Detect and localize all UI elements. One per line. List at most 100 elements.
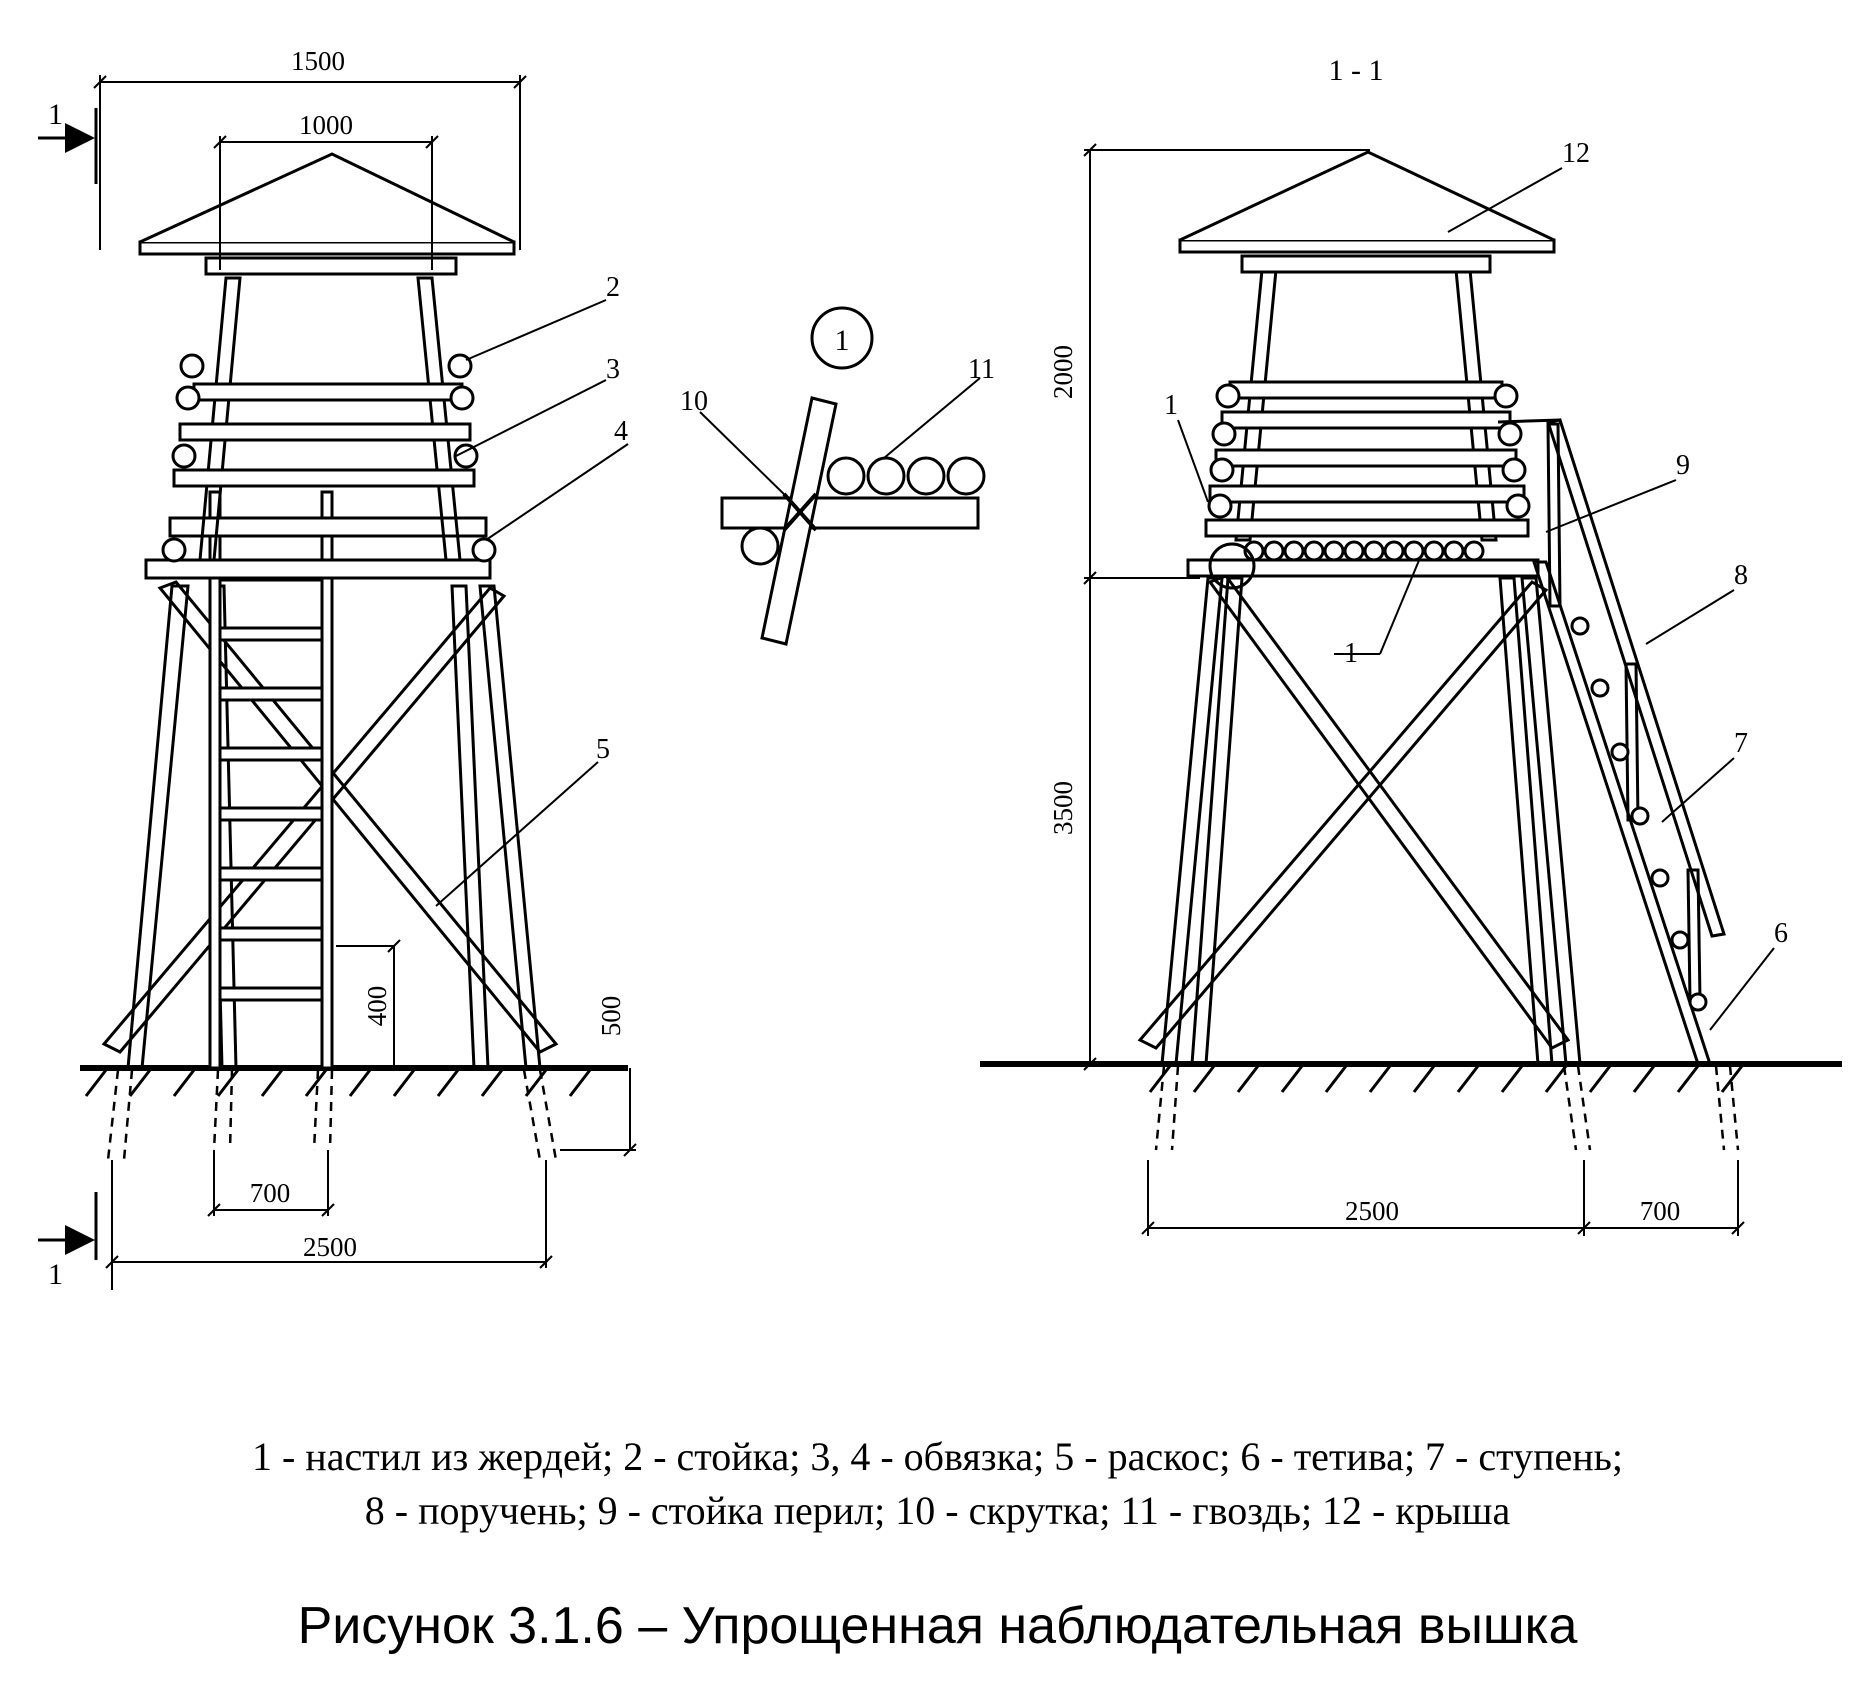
log-end <box>471 537 497 563</box>
detail-log <box>906 456 946 496</box>
front-cross-braces <box>101 580 559 1054</box>
log-end <box>175 385 201 411</box>
callout-handrail: 8 <box>1734 560 1748 591</box>
roof-base-beam <box>204 256 458 276</box>
callout-stringer: 6 <box>1774 918 1788 949</box>
dim-base-side: 2500 <box>1345 1196 1399 1226</box>
callout-nail: 11 <box>968 354 995 385</box>
post-left <box>198 276 242 562</box>
step <box>1590 678 1610 698</box>
ladder-rung <box>218 806 324 822</box>
log-end <box>179 353 205 379</box>
deck-pole <box>1463 540 1485 562</box>
detail-1 <box>699 306 986 646</box>
deck-pole <box>1283 540 1305 562</box>
deck-pole <box>1423 540 1445 562</box>
dim-height-upper: 2000 <box>1048 345 1078 399</box>
callout-step: 7 <box>1734 728 1748 759</box>
detail-1-ring <box>1208 542 1256 590</box>
stringer <box>1531 560 1713 1066</box>
section-mark-bottom: 1 <box>48 1258 63 1291</box>
detail-post <box>760 396 838 646</box>
ladder-rail-left <box>208 490 222 1070</box>
leg-left-outer <box>1160 576 1224 1066</box>
roof-slope <box>139 152 515 244</box>
ladder-rung <box>218 866 324 882</box>
railing-log <box>192 382 464 402</box>
ladder-rung <box>218 626 324 642</box>
rail-post <box>1686 868 1702 1002</box>
log-end <box>171 443 197 469</box>
step <box>1610 742 1630 762</box>
step <box>1570 616 1590 636</box>
front-platform <box>144 516 497 580</box>
deck-pole <box>1303 540 1325 562</box>
railing-log <box>1208 484 1526 504</box>
detail-marker: 1 <box>835 324 850 357</box>
log-end <box>1207 493 1233 519</box>
callout-tie-3: 3 <box>606 354 620 385</box>
deck-pole <box>1263 540 1285 562</box>
log-end <box>161 537 187 563</box>
callout-post: 2 <box>606 272 620 303</box>
section-title: 1 - 1 <box>1329 54 1384 87</box>
step <box>1650 868 1670 888</box>
figure-caption: Рисунок 3.1.6 – Упрощенная наблюдательна… <box>297 1597 1578 1655</box>
callout-tie-4: 4 <box>614 416 628 447</box>
dim-ladder-gap: 400 <box>362 986 392 1027</box>
roof-eave <box>138 240 516 256</box>
railing-log <box>1204 518 1530 538</box>
step <box>1670 930 1690 950</box>
deck-pole <box>1343 540 1365 562</box>
ground-hatching <box>1148 1065 1744 1093</box>
leg-outer-left <box>126 584 190 1070</box>
ladder-rung <box>218 686 324 702</box>
front-upper-posts <box>198 276 462 562</box>
detail-log-under <box>740 526 780 566</box>
callout-twist: 10 <box>680 386 708 417</box>
section-marks <box>38 108 98 1260</box>
rail-top-bar <box>1497 418 1561 424</box>
side-dimensions <box>1083 143 1745 1236</box>
railing-log <box>1214 448 1518 468</box>
ladder-rung <box>218 746 324 762</box>
platform-beam <box>144 558 492 580</box>
side-roof <box>1178 150 1556 274</box>
deck-pole <box>1403 540 1425 562</box>
leg-outer-right <box>478 584 542 1070</box>
callout-roof: 12 <box>1562 138 1590 169</box>
embedded-leg-ends <box>1154 1065 1740 1151</box>
leg-inner-right <box>450 584 490 1070</box>
callout-brace: 5 <box>596 734 610 765</box>
deck-pole <box>1323 540 1345 562</box>
log-end <box>453 443 479 469</box>
deck-pole <box>1443 540 1465 562</box>
railing-log <box>178 422 472 442</box>
dim-base-front: 2500 <box>303 1232 357 1262</box>
legend-line-1: 1 - настил из жердей; 2 - стойка; 3, 4 -… <box>251 1434 1623 1479</box>
step <box>1688 992 1708 1012</box>
front-leaders <box>435 299 629 907</box>
side-section <box>980 143 1842 1236</box>
log-end <box>1215 383 1241 409</box>
side-railing <box>1204 380 1531 538</box>
log-end <box>1493 383 1519 409</box>
log-end <box>449 385 475 411</box>
callout-deck-upper: 1 <box>1164 390 1178 421</box>
dim-top-inner: 1000 <box>299 110 353 140</box>
leg-right-inner <box>1498 576 1554 1066</box>
ground-hatching <box>84 1069 592 1097</box>
log-end <box>1505 493 1531 519</box>
rail-post <box>1546 422 1562 608</box>
railing-log <box>172 468 476 488</box>
detail-beam <box>720 496 980 530</box>
front-lower-legs <box>126 584 542 1070</box>
detail-marker-circle <box>810 306 874 370</box>
front-ladder <box>208 490 334 1070</box>
side-ladder <box>1497 418 1726 1066</box>
log-end <box>1211 421 1237 447</box>
tie-beam-4 <box>168 516 488 538</box>
deck-pole <box>1363 540 1385 562</box>
dim-ladder-offset: 700 <box>1640 1196 1681 1226</box>
